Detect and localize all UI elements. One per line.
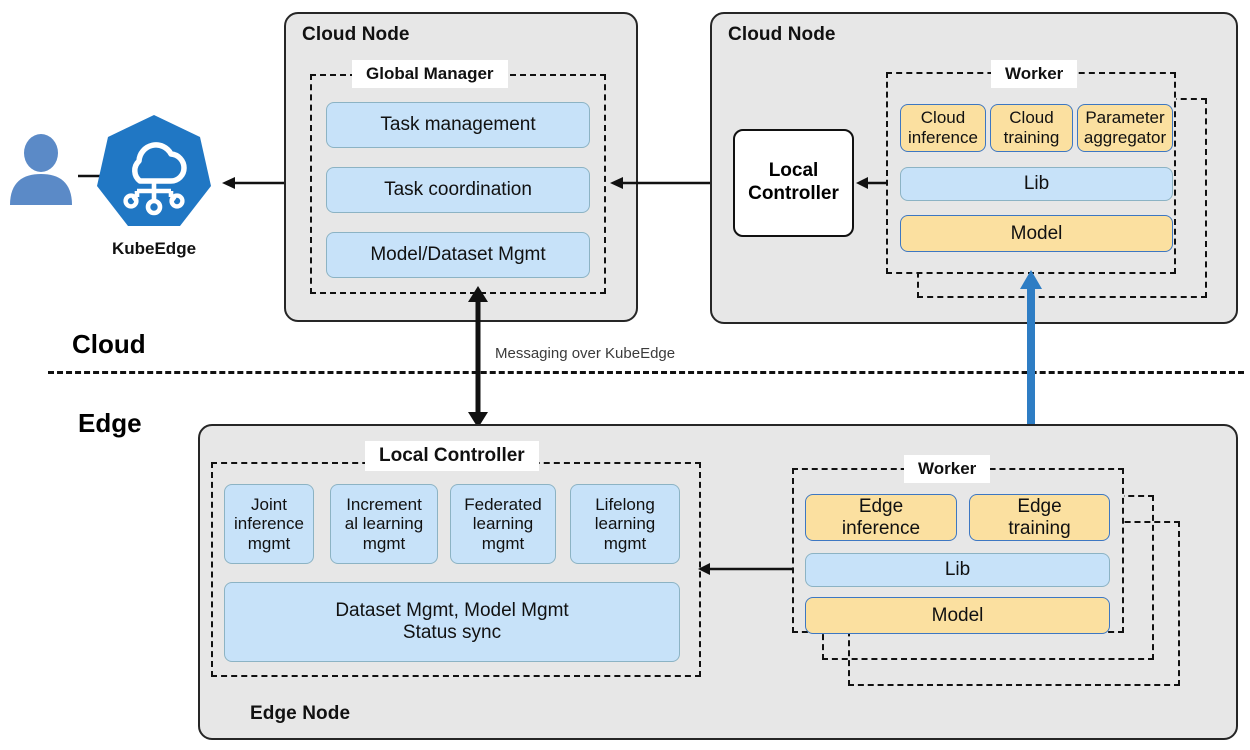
cloud-inference-line1: Cloud <box>920 108 966 128</box>
lifelong-learning-mgmt-line3: mgmt <box>603 533 647 553</box>
global-manager-caption: Global Manager <box>352 60 508 88</box>
cloud-local-controller-line2: Controller <box>748 183 839 204</box>
edge-lib-box[interactable]: Lib <box>805 553 1110 587</box>
lifelong-learning-mgmt-line2: learning <box>594 514 656 534</box>
federated-learning-mgmt-box[interactable]: Federated learning mgmt <box>450 484 556 564</box>
federated-learning-mgmt-line3: mgmt <box>481 533 525 553</box>
edge-model-box[interactable]: Model <box>805 597 1110 634</box>
kubeedge-label: KubeEdge <box>111 239 197 258</box>
cloud-edge-divider <box>48 371 1244 374</box>
cloud-worker-caption: Worker <box>991 60 1078 88</box>
incremental-learning-mgmt-line3: mgmt <box>362 533 406 553</box>
task-management-box[interactable]: Task management <box>326 102 590 148</box>
model-dataset-mgmt-box[interactable]: Model/Dataset Mgmt <box>326 232 590 278</box>
cloud-training-line1: Cloud <box>1009 108 1054 128</box>
cloud-training-box[interactable]: Cloud training <box>990 104 1073 152</box>
parameter-aggregator-line2: aggregator <box>1083 128 1167 147</box>
edge-inference-line1: Edge <box>858 495 904 517</box>
cloud-local-controller-line1: Local <box>768 160 819 182</box>
parameter-aggregator-box[interactable]: Parameter aggregator <box>1077 104 1173 152</box>
joint-inference-mgmt-line1: Joint <box>251 494 287 514</box>
incremental-learning-mgmt-box[interactable]: Increment al learning mgmt <box>330 484 438 564</box>
incremental-learning-mgmt-line1: Increment <box>346 494 422 514</box>
cloud-node-manager-title: Cloud Node <box>302 24 410 45</box>
incremental-learning-mgmt-line2: al learning <box>344 514 424 534</box>
cloud-training-line2: training <box>1003 128 1060 147</box>
cloud-local-controller-box[interactable]: Local Controller <box>733 129 854 237</box>
parameter-aggregator-line1: Parameter <box>1085 108 1165 128</box>
cloud-inference-line2: inference <box>908 128 978 147</box>
user-icon <box>6 133 76 205</box>
kubeedge-cloud-logo-icon <box>95 113 213 235</box>
dataset-model-status-box[interactable]: Dataset Mgmt, Model Mgmt Status sync <box>224 582 680 662</box>
dataset-model-status-line1: Dataset Mgmt, Model Mgmt <box>335 600 569 622</box>
edge-layer-label: Edge <box>78 408 142 438</box>
joint-inference-mgmt-line2: inference <box>234 514 304 534</box>
messaging-over-kubeedge-label: Messaging over KubeEdge <box>495 345 676 362</box>
edge-training-box[interactable]: Edge training <box>969 494 1110 541</box>
lifelong-learning-mgmt-line1: Lifelong <box>595 494 655 514</box>
edge-node-title: Edge Node <box>250 703 351 724</box>
cloud-node-worker-title: Cloud Node <box>728 24 836 45</box>
joint-inference-mgmt-box[interactable]: Joint inference mgmt <box>224 484 314 564</box>
cloud-lib-box[interactable]: Lib <box>900 167 1173 201</box>
edge-training-line2: training <box>1008 517 1071 539</box>
edge-training-line1: Edge <box>1017 495 1062 517</box>
cloud-layer-label: Cloud <box>72 329 146 359</box>
task-coordination-box[interactable]: Task coordination <box>326 167 590 213</box>
federated-learning-mgmt-line1: Federated <box>464 494 542 514</box>
cloud-model-box[interactable]: Model <box>900 215 1173 252</box>
edge-worker-caption: Worker <box>904 455 991 483</box>
edge-inference-line2: inference <box>841 517 921 539</box>
dataset-model-status-line2: Status sync <box>402 622 502 643</box>
cloud-to-edge-messaging-arrow <box>464 286 492 428</box>
federated-learning-mgmt-line2: learning <box>472 514 534 534</box>
lifelong-learning-mgmt-box[interactable]: Lifelong learning mgmt <box>570 484 680 564</box>
edge-inference-box[interactable]: Edge inference <box>805 494 957 541</box>
cloud-inference-box[interactable]: Cloud inference <box>900 104 986 152</box>
joint-inference-mgmt-line3: mgmt <box>247 533 291 553</box>
edge-local-controller-caption: Local Controller <box>365 441 539 471</box>
